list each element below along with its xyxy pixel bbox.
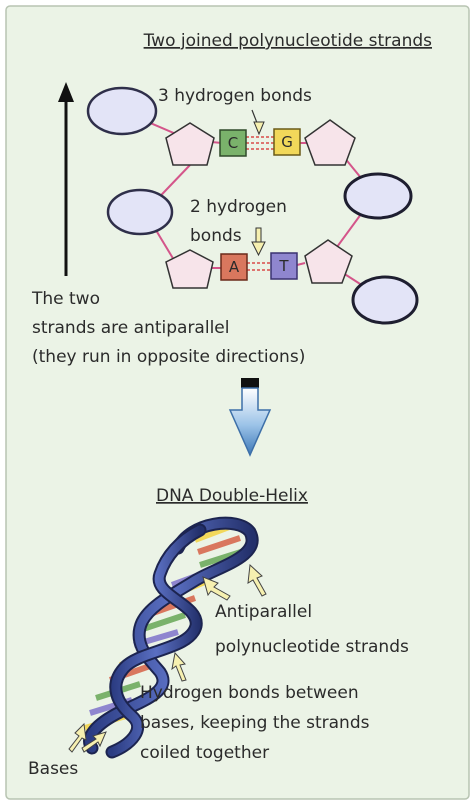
base-cytosine: C — [219, 129, 247, 157]
antiparallel-note-line3: (they run in opposite directions) — [32, 347, 305, 367]
dna-helix-illustration — [83, 516, 259, 759]
pointer-bases-2-icon — [81, 731, 107, 753]
helix-label-strands-line2: polynucleotide strands — [215, 637, 409, 657]
bond-label-3: 3 hydrogen bonds — [158, 86, 312, 106]
base-label-g: G — [281, 133, 293, 151]
pointer-bases-1-icon — [68, 722, 87, 753]
title-helix: DNA Double-Helix — [156, 486, 308, 506]
title-strands: Two joined polynucleotide strands — [143, 31, 433, 51]
antiparallel-note-line2: strands are antiparallel — [32, 318, 229, 338]
helix-label-bonds-line3: coiled together — [140, 743, 269, 763]
transition-arrow-icon — [228, 378, 272, 457]
base-guanine: G — [273, 128, 301, 156]
hydrogen-bonds-at — [247, 262, 271, 271]
sugar-left-bottom — [165, 249, 214, 289]
bond-label-2-line2: bonds — [190, 226, 242, 246]
helix-label-bases: Bases — [28, 759, 78, 779]
base-label-t: T — [278, 257, 289, 275]
helix-label-bonds-line2: bases, keeping the strands — [140, 713, 370, 733]
helix-label-bonds-line1: Hydrogen bonds between — [140, 683, 359, 703]
phosphate-right-middle — [343, 172, 413, 220]
direction-arrow-icon — [58, 82, 74, 276]
sugar-right-top — [304, 119, 356, 166]
antiparallel-note-line1: The two — [31, 289, 100, 309]
bond-label-2-line1: 2 hydrogen — [190, 197, 287, 217]
pointer-strands-2-icon — [247, 563, 267, 597]
phosphate-left-top — [86, 86, 158, 136]
base-adenine: A — [220, 253, 248, 281]
sugar-right-bottom — [304, 239, 353, 284]
phosphate-right-bottom — [351, 275, 419, 325]
base-label-c: C — [228, 134, 238, 152]
pointer-3-bonds-icon — [251, 109, 265, 136]
helix-label-strands-line1: Antiparallel — [215, 602, 312, 622]
sugar-left-top — [165, 122, 215, 166]
pointer-bonds-icon — [171, 651, 187, 682]
base-label-a: A — [229, 258, 240, 276]
pointer-strands-1-icon — [202, 576, 231, 601]
pointer-2-bonds-icon — [251, 227, 266, 257]
background-panel — [5, 5, 470, 800]
base-thymine: T — [270, 252, 298, 280]
phosphate-left-middle — [106, 188, 174, 236]
